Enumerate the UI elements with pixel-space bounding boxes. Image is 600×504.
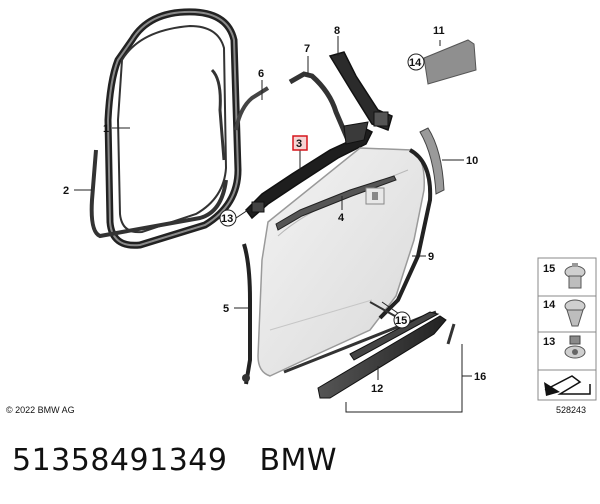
- legend-item-15: 15: [543, 263, 555, 275]
- fastener-legend: 15 14 13: [537, 257, 597, 401]
- legend-item-14: 14: [543, 299, 556, 311]
- seal-strip-upper-part: [210, 68, 226, 161]
- seal-strip-part: [89, 149, 228, 239]
- callout-13: 13: [221, 213, 233, 225]
- callout-16: 16: [474, 371, 486, 383]
- part-number: 51358491349: [12, 443, 228, 478]
- brand-name: BMW: [259, 443, 338, 478]
- callout-8: 8: [334, 25, 340, 37]
- part-caption: 51358491349 BMW: [12, 443, 337, 478]
- callout-6: 6: [258, 68, 264, 80]
- callout-11: 11: [433, 25, 445, 37]
- trim-part-7: [288, 71, 351, 141]
- rear-trim-part: [419, 127, 445, 195]
- parts-diagram: 1 2 3 4 5 6 7 8 9 10 11 12 13 14 15 16 1…: [63, 8, 597, 413]
- callout-14: 14: [409, 57, 422, 69]
- callout-12: 12: [371, 383, 383, 395]
- door-seal-part: [104, 8, 242, 249]
- callout-9: 9: [428, 251, 434, 263]
- bracket-line-16: [345, 344, 463, 413]
- callout-10: 10: [466, 155, 478, 167]
- clip-14-icon: [564, 299, 586, 327]
- bracket-part-16: [446, 323, 456, 345]
- illustration-number: 528243: [556, 405, 587, 415]
- callout-15: 15: [395, 315, 407, 327]
- selected-part-box: [292, 135, 308, 151]
- legend-item-13: 13: [543, 336, 555, 348]
- arrow-icon: [544, 375, 591, 396]
- trim-panel-part: [423, 39, 477, 85]
- callout-2: 2: [63, 185, 69, 197]
- callout-7: 7: [304, 43, 310, 55]
- window-channel-part: [245, 121, 374, 220]
- b-pillar-trim-part: [328, 51, 393, 131]
- clip-15-icon: [564, 263, 586, 289]
- side-trim-part-12: [317, 315, 447, 399]
- callout-5: 5: [223, 303, 229, 315]
- door-edge-seal-part: [378, 148, 433, 320]
- callout-1: 1: [103, 123, 109, 135]
- callout-3: 3: [296, 138, 302, 150]
- clip-13-icon: [564, 335, 586, 359]
- copyright-text: © 2022 BMW AG: [6, 405, 75, 415]
- trim-part-6: [234, 86, 270, 131]
- front-edge-seal-part: [242, 243, 252, 385]
- callout-4: 4: [338, 212, 345, 224]
